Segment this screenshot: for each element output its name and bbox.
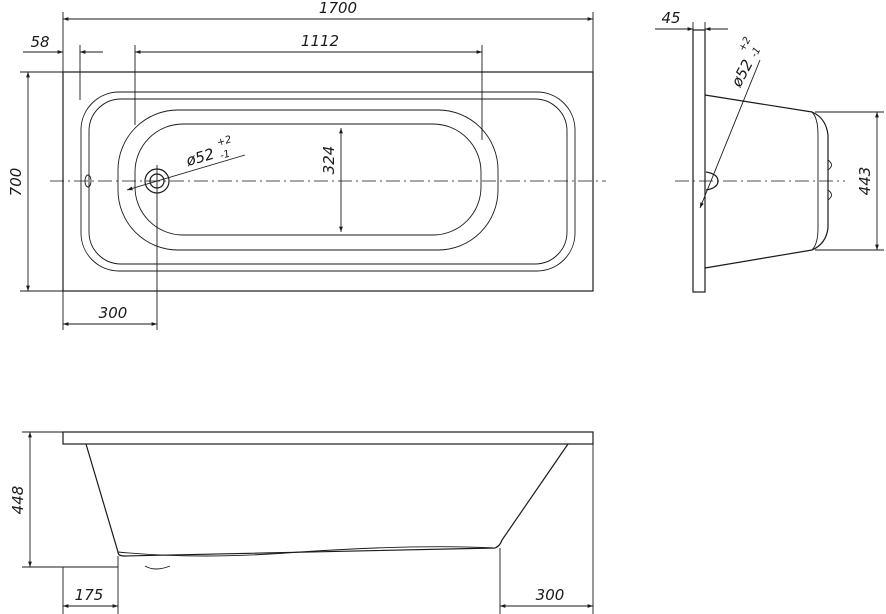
side-body-outline — [704, 94, 829, 269]
basin-inner-contour — [88, 98, 568, 265]
dim-drain-offset-label: 300 — [99, 304, 128, 322]
front-foot — [144, 565, 171, 570]
dim-inner-length-label: 1112 — [301, 32, 339, 50]
overflow-hole — [84, 174, 92, 188]
side-drain-diameter-label: ø52 — [727, 56, 757, 90]
side-foot-bottom — [827, 189, 832, 201]
dim-inner-width-label: 324 — [320, 146, 338, 175]
dim-height-label: 448 — [9, 486, 27, 515]
side-body-bottom-curve — [811, 111, 819, 251]
basin-bottom-outer — [117, 109, 499, 251]
front-body-outline — [85, 443, 569, 557]
dim-depth-label: 443 — [856, 167, 874, 196]
dim-right-offset-label: 300 — [536, 586, 565, 604]
dim-width-label: 700 — [7, 168, 25, 197]
drain-tolerance-plus: +2 — [216, 134, 233, 149]
basin-outer-contour — [80, 91, 576, 272]
top-view: 1700 58 1112 700 324 300 ø52 +2 -1 — [7, 0, 606, 330]
dim-length-label: 1700 — [319, 0, 357, 17]
dim-rim-thickness-label: 45 — [661, 9, 680, 27]
front-view: 448 175 300 — [9, 431, 594, 614]
side-rim — [692, 29, 706, 293]
basin-bottom-inner — [134, 123, 482, 236]
side-foot-top — [827, 159, 832, 171]
side-view: 45 ø52 +2 -1 443 — [655, 9, 884, 293]
side-drain — [705, 171, 719, 191]
tub-outline-top — [62, 71, 594, 292]
drain-leader-line — [126, 154, 246, 191]
dim-left-offset-label: 175 — [75, 586, 104, 604]
drain-diameter-label: ø52 — [183, 145, 216, 170]
side-drain-leader — [699, 59, 761, 209]
front-body-bottom-line — [117, 546, 496, 557]
side-drain-tolerance-minus: -1 — [749, 45, 763, 59]
drain-tolerance-minus: -1 — [219, 149, 232, 162]
dim-overflow-offset-label: 58 — [30, 33, 49, 51]
front-rim — [62, 431, 594, 445]
